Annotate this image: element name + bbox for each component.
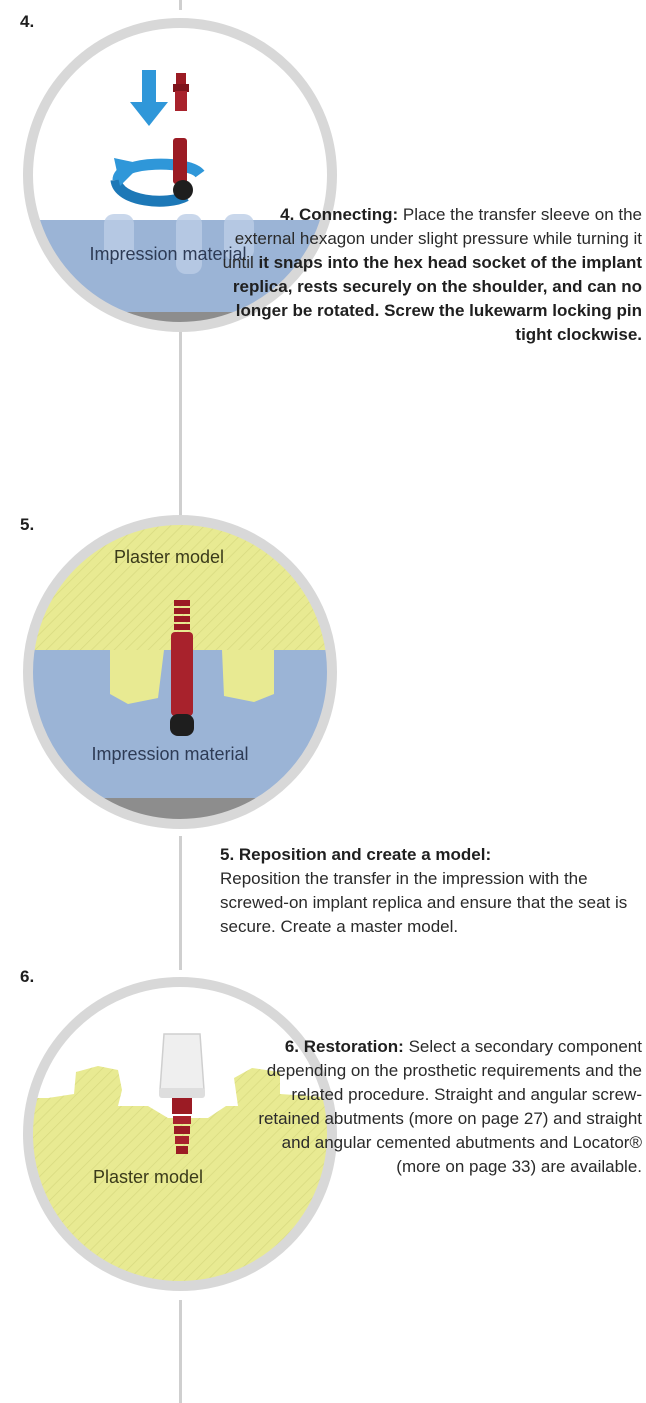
transfer-sleeve-icon: [173, 73, 189, 111]
step-6-illustration: Plaster model: [23, 977, 337, 1291]
timeline-connector: [179, 1300, 182, 1403]
step-body-text: Select a secondary component depending o…: [258, 1037, 642, 1176]
timeline-connector: [179, 330, 182, 522]
step-5-illustration: Plaster model Impression material: [23, 515, 337, 829]
impression-material-label: Impression material: [91, 744, 248, 764]
step-body-text: Place the transfer sleeve on the externa…: [222, 205, 642, 272]
step-number: 5.: [20, 515, 35, 534]
plaster-model-label: Plaster model: [93, 1167, 203, 1187]
impression-material-label: Impression material: [89, 244, 246, 264]
abutment-icon: [159, 1033, 205, 1154]
step-number: 6.: [20, 967, 35, 986]
step-5-description: 5. Reposition and create a model: Reposi…: [220, 843, 640, 939]
step-4-description: 4. Connecting: Place the transfer sleeve…: [216, 203, 642, 347]
step-title: 6. Restoration:: [284, 1037, 404, 1056]
plaster-model-label: Plaster model: [114, 547, 224, 567]
timeline-connector: [179, 0, 182, 10]
transfer-with-replica-icon: [170, 600, 194, 736]
step-number: 4.: [20, 12, 35, 31]
step-title: 5. Reposition and create a model:: [220, 845, 492, 864]
step-4-illustration: Impression material: [23, 18, 337, 332]
step-title: 4. Connecting:: [280, 205, 399, 224]
step-body-bold-text: it snaps into the hex head socket of the…: [232, 253, 642, 344]
down-arrow-icon: [130, 70, 168, 126]
implant-replica-icon: [173, 138, 193, 200]
step-6-description: 6. Restoration: Select a secondary compo…: [250, 1035, 642, 1179]
step-body-text: Reposition the transfer in the impressio…: [220, 869, 628, 936]
timeline-connector: [179, 836, 182, 970]
